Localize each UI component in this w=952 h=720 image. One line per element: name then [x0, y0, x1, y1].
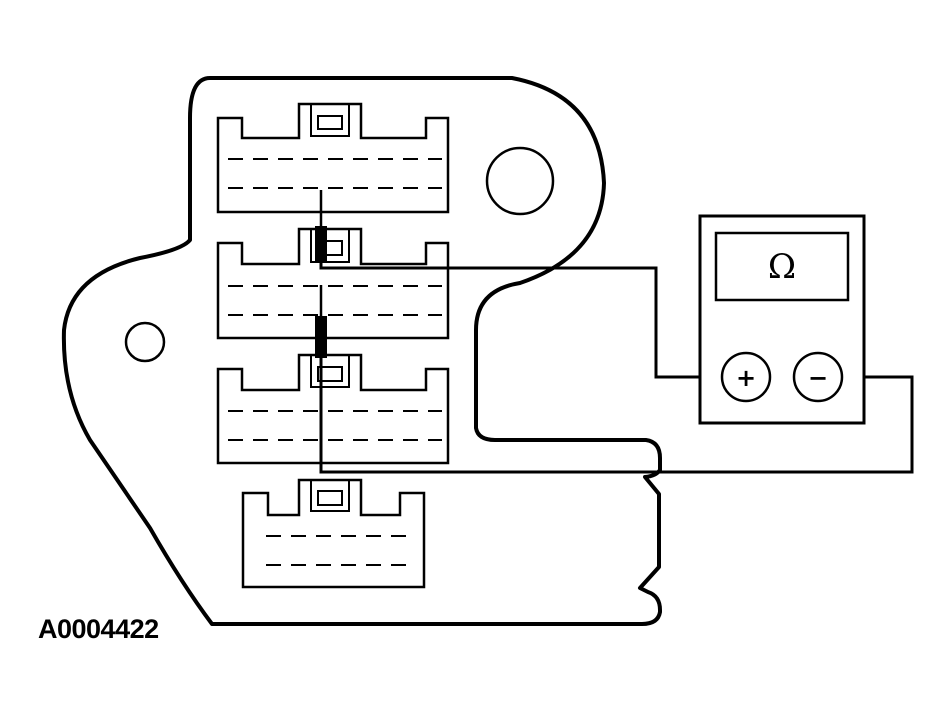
test-probe-1	[315, 190, 723, 379]
positive-terminal	[720, 351, 772, 403]
test-probe-2	[315, 285, 914, 474]
negative-terminal-symbol: −	[808, 364, 828, 392]
connector-4	[241, 478, 426, 589]
connector-1	[216, 102, 450, 214]
connector-2	[216, 227, 450, 340]
figure-reference-id: A0004422	[38, 614, 159, 644]
ohmmeter-display-symbol: Ω	[768, 247, 796, 287]
negative-terminal	[792, 351, 844, 403]
ohmmeter: Ω + −	[698, 214, 866, 425]
connector-3	[216, 353, 450, 465]
mounting-hole-large	[485, 146, 555, 216]
positive-terminal-symbol: +	[736, 364, 756, 392]
mounting-hole-small	[124, 321, 166, 363]
